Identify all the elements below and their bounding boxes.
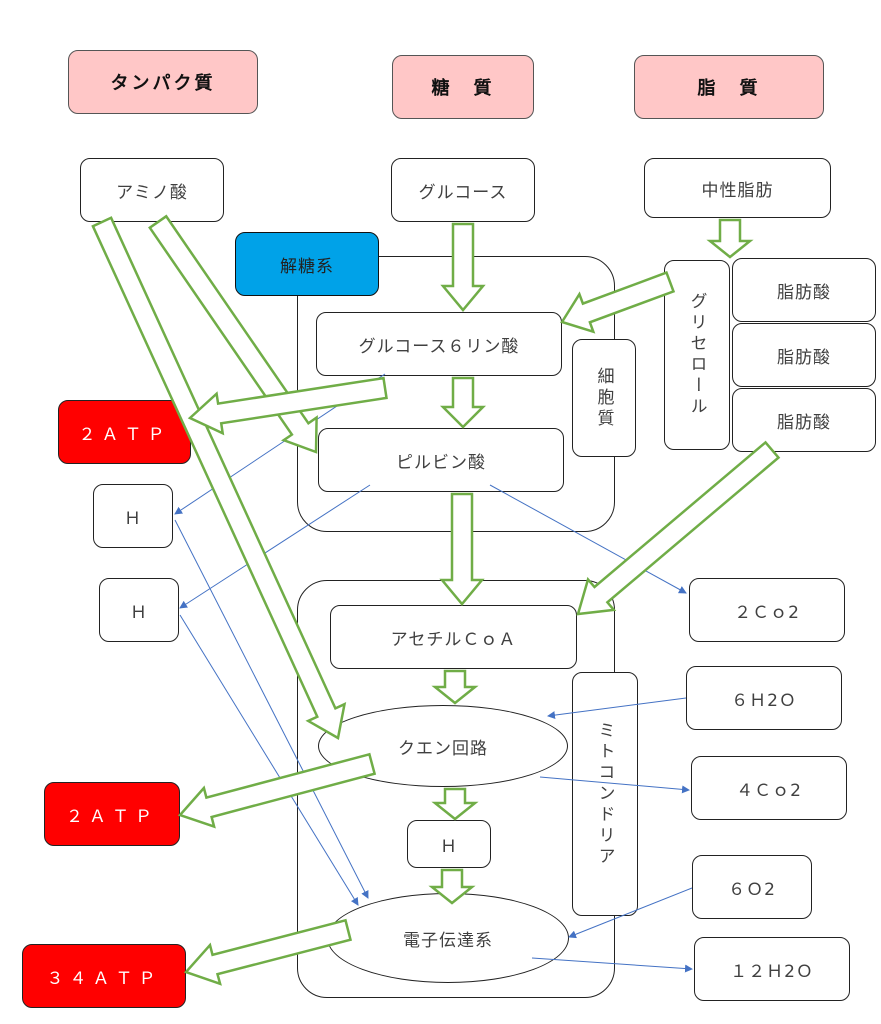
glycolysis-label: 解糖系 (235, 232, 379, 296)
header-fat: 脂 質 (634, 55, 824, 119)
o2-box: ６Ｏ2 (692, 855, 812, 919)
neutral-fat-box: 中性脂肪 (644, 158, 831, 218)
acetyl-coa-box: アセチルＣｏＡ (330, 605, 577, 669)
arrow-etc-to-atp (183, 918, 353, 986)
line-pyruvate-to-h2 (179, 484, 371, 609)
fatty-acid-box-3: 脂肪酸 (732, 388, 876, 452)
arrow-amino-to-pyruvate (148, 214, 318, 454)
atp-glycolysis-box: ２ＡＴＰ (58, 400, 191, 464)
fatty-acid-box-1: 脂肪酸 (732, 258, 876, 322)
arrow-citric-to-h (431, 787, 479, 821)
cytoplasm-label: 細胞質 (572, 339, 636, 457)
h-box-1: Ｈ (93, 484, 173, 548)
fatty-acid-box-2: 脂肪酸 (732, 323, 876, 387)
arrow-glucose-to-g6p (440, 222, 486, 312)
line-h2-to-etc (179, 614, 359, 906)
glucose-6-phosphate-box: グルコース６リン酸 (316, 312, 562, 376)
mitochondria-label: ミトコンドリア (572, 672, 638, 916)
arrow-glycerol-to-g6p (560, 270, 676, 334)
glycerol-box: グリセロール (664, 260, 730, 450)
line-citric-to-co2 (539, 776, 690, 794)
atp-etc-box: ３４ＡＴＰ (22, 944, 186, 1008)
arrow-g6p-to-atp (187, 376, 388, 436)
glucose-box: グルコース (391, 158, 535, 222)
arrow-amino-to-citric (91, 216, 347, 740)
line-etc-to-h2o (531, 957, 693, 973)
co2-box-2: ４Ｃｏ2 (691, 756, 847, 820)
header-protein: タンパク質 (68, 50, 258, 114)
line-pyruvate-to-co2 (489, 484, 687, 594)
header-sugar: 糖 質 (392, 55, 534, 119)
arrow-g6p-to-pyruvate (439, 376, 487, 429)
arrow-fattyacid-to-acetylcoa (576, 440, 781, 616)
amino-acid-box: アミノ酸 (80, 158, 224, 222)
h-mito-box: Ｈ (407, 820, 491, 868)
arrow-h-to-etc (428, 868, 476, 905)
h2o-box-2: １２Ｈ2Ｏ (694, 937, 850, 1001)
line-o2-to-etc (568, 887, 693, 939)
atp-citric-box: ２ＡＴＰ (44, 782, 180, 846)
h2o-box-1: ６Ｈ2Ｏ (686, 666, 842, 730)
arrow-acetylcoa-to-citric (431, 669, 479, 705)
line-h2o-to-citric (547, 697, 687, 720)
arrow-neutralfat-to-glycerol (706, 218, 754, 259)
pyruvate-box: ピルビン酸 (318, 428, 564, 492)
arrow-citric-to-atp (177, 752, 377, 829)
co2-box-1: ２Ｃｏ2 (689, 578, 845, 642)
arrow-pyruvate-to-acetylcoa (439, 492, 485, 606)
line-h1-to-etc (174, 519, 369, 899)
h-box-2: Ｈ (99, 578, 179, 642)
